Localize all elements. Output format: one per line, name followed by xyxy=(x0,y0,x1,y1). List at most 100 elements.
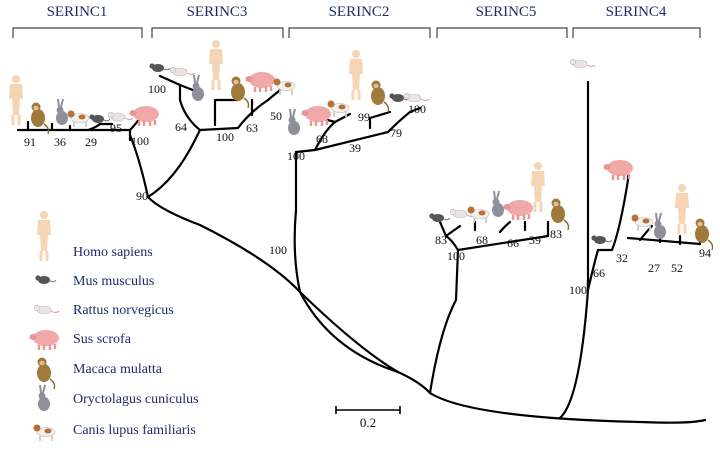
bootstrap-s3-1: 64 xyxy=(175,120,187,134)
legend-human-icon xyxy=(35,209,53,263)
legend-label-mus-musculus: Mus musculus xyxy=(73,274,154,289)
rabbit-icon xyxy=(653,212,667,240)
legend-label-canis-lupus-familiaris: Canis lupus familiaris xyxy=(73,423,196,438)
bootstrap-s5-4: 83 xyxy=(550,227,562,241)
legend-label-homo-sapiens: Homo sapiens xyxy=(73,245,153,260)
legend-mouse-icon xyxy=(34,274,57,285)
bootstrap-s5-5: 100 xyxy=(447,249,465,263)
bootstrap-s5-2: 66 xyxy=(507,236,519,250)
branch-b xyxy=(146,195,302,294)
rat-icon xyxy=(403,92,430,103)
rabbit-icon xyxy=(287,108,301,136)
group-brackets xyxy=(12,27,701,38)
bootstrap-s3-2: 100 xyxy=(216,130,234,144)
bootstrap-s1-1: 36 xyxy=(54,135,66,149)
bootstrap-s2-1: 100 xyxy=(408,102,426,116)
group-label-serinc4: SERINC4 xyxy=(606,4,667,20)
pig-icon xyxy=(502,198,535,222)
human-icon xyxy=(7,73,25,127)
pig-icon xyxy=(244,70,277,94)
bootstrap-s1-3: 95 xyxy=(110,121,122,135)
mouse-icon xyxy=(148,62,171,73)
bootstrap-s5-0: 83 xyxy=(435,233,447,247)
branch-root xyxy=(428,391,707,424)
branch-s1-tips xyxy=(26,116,142,132)
bootstrap-s4-1: 27 xyxy=(648,261,660,275)
branch-c xyxy=(428,248,460,395)
bootstrap-s2-0: 99 xyxy=(358,110,370,124)
macaque-icon xyxy=(370,79,390,113)
branch-s1s3-node xyxy=(128,128,202,199)
scale-bar-line xyxy=(335,406,401,414)
branch-s5-tips xyxy=(473,220,550,238)
mouse-icon xyxy=(590,234,613,245)
group-labels: SERINC1 SERINC3 SERINC2 SERINC5 SERINC4 xyxy=(47,4,667,20)
legend-label-macaca-mulatta: Macaca mulatta xyxy=(73,362,163,377)
bootstrap-s1-4: 100 xyxy=(131,134,149,148)
bootstrap-s4-3: 94 xyxy=(699,246,711,260)
legend-rat-icon xyxy=(33,304,60,315)
macaque-icon xyxy=(550,197,570,231)
branch-s3-tips xyxy=(158,74,282,127)
bootstrap-s3-3: 63 xyxy=(246,121,258,135)
legend-rabbit-icon xyxy=(37,384,51,412)
mouse-icon xyxy=(428,212,451,223)
branch-s5-backbone xyxy=(438,220,550,252)
group-label-serinc2: SERINC2 xyxy=(329,4,390,20)
rabbit-icon xyxy=(191,74,205,102)
bootstrap-s1-0: 91 xyxy=(24,135,36,149)
bootstrap-s2-4: 79 xyxy=(390,126,402,140)
scale-bar-label: 0.2 xyxy=(360,415,376,430)
branch-s1-backbone xyxy=(16,128,132,142)
bracket-serinc3 xyxy=(151,27,284,38)
bootstrap-values: 91 36 29 95 100 100 64 100 63 50 99 100 … xyxy=(24,82,711,297)
pig-icon xyxy=(300,104,333,128)
legend-dog-icon xyxy=(32,423,56,442)
human-icon xyxy=(207,38,225,92)
branch-s4-backbone xyxy=(586,80,702,292)
branch-s4-stem xyxy=(558,278,590,420)
scale-bar: 0.2 xyxy=(335,406,401,430)
human-icon xyxy=(347,48,365,102)
species-legend: Homo sapiens Mus musculus Rattus norvegi… xyxy=(28,209,199,442)
dog-icon xyxy=(630,213,654,232)
mouse-icon xyxy=(88,113,111,124)
tree-branches xyxy=(16,74,707,424)
bootstrap-s2-5: 100 xyxy=(287,149,305,163)
legend-label-oryctolagus-cuniculus: Oryctolagus cuniculus xyxy=(73,392,199,407)
legend-label-rattus-norvegicus: Rattus norvegicus xyxy=(73,303,174,318)
bootstrap-s2-2: 68 xyxy=(316,132,328,146)
bracket-serinc4 xyxy=(572,27,701,38)
bootstrap-s4-5: 100 xyxy=(569,283,587,297)
pig-icon xyxy=(602,158,635,182)
legend-label-sus-scrofa: Sus scrofa xyxy=(73,332,132,347)
group-label-serinc5: SERINC5 xyxy=(476,4,537,20)
rat-icon xyxy=(107,111,134,122)
bootstrap-s1-2: 29 xyxy=(85,135,97,149)
bootstrap-s4-2: 52 xyxy=(671,261,683,275)
human-icon xyxy=(673,182,691,236)
human-icon xyxy=(529,160,547,214)
pig-icon xyxy=(128,104,161,128)
branch-a xyxy=(298,290,400,374)
dog-icon xyxy=(66,109,90,128)
bootstrap-s2-3: 39 xyxy=(349,141,361,155)
bootstrap-s5-3: 39 xyxy=(529,233,541,247)
branch-s2-backbone xyxy=(294,110,412,154)
bootstrap-s5-1: 68 xyxy=(476,233,488,247)
legend-pig-icon xyxy=(28,328,61,352)
branch-left xyxy=(293,150,432,395)
rabbit-icon xyxy=(55,98,69,126)
bracket-serinc2 xyxy=(288,27,431,38)
bracket-serinc5 xyxy=(436,27,568,38)
bootstrap-internal-0: 90 xyxy=(136,189,148,203)
rat-icon xyxy=(169,66,196,77)
bootstrap-s4-0: 32 xyxy=(616,251,628,265)
bootstrap-s4-4: 66 xyxy=(593,266,605,280)
rabbit-icon xyxy=(491,190,505,218)
macaque-icon xyxy=(230,75,250,109)
group-label-serinc3: SERINC3 xyxy=(187,4,248,20)
legend-macaque-icon xyxy=(36,356,56,390)
bootstrap-internal-1: 100 xyxy=(269,243,287,257)
